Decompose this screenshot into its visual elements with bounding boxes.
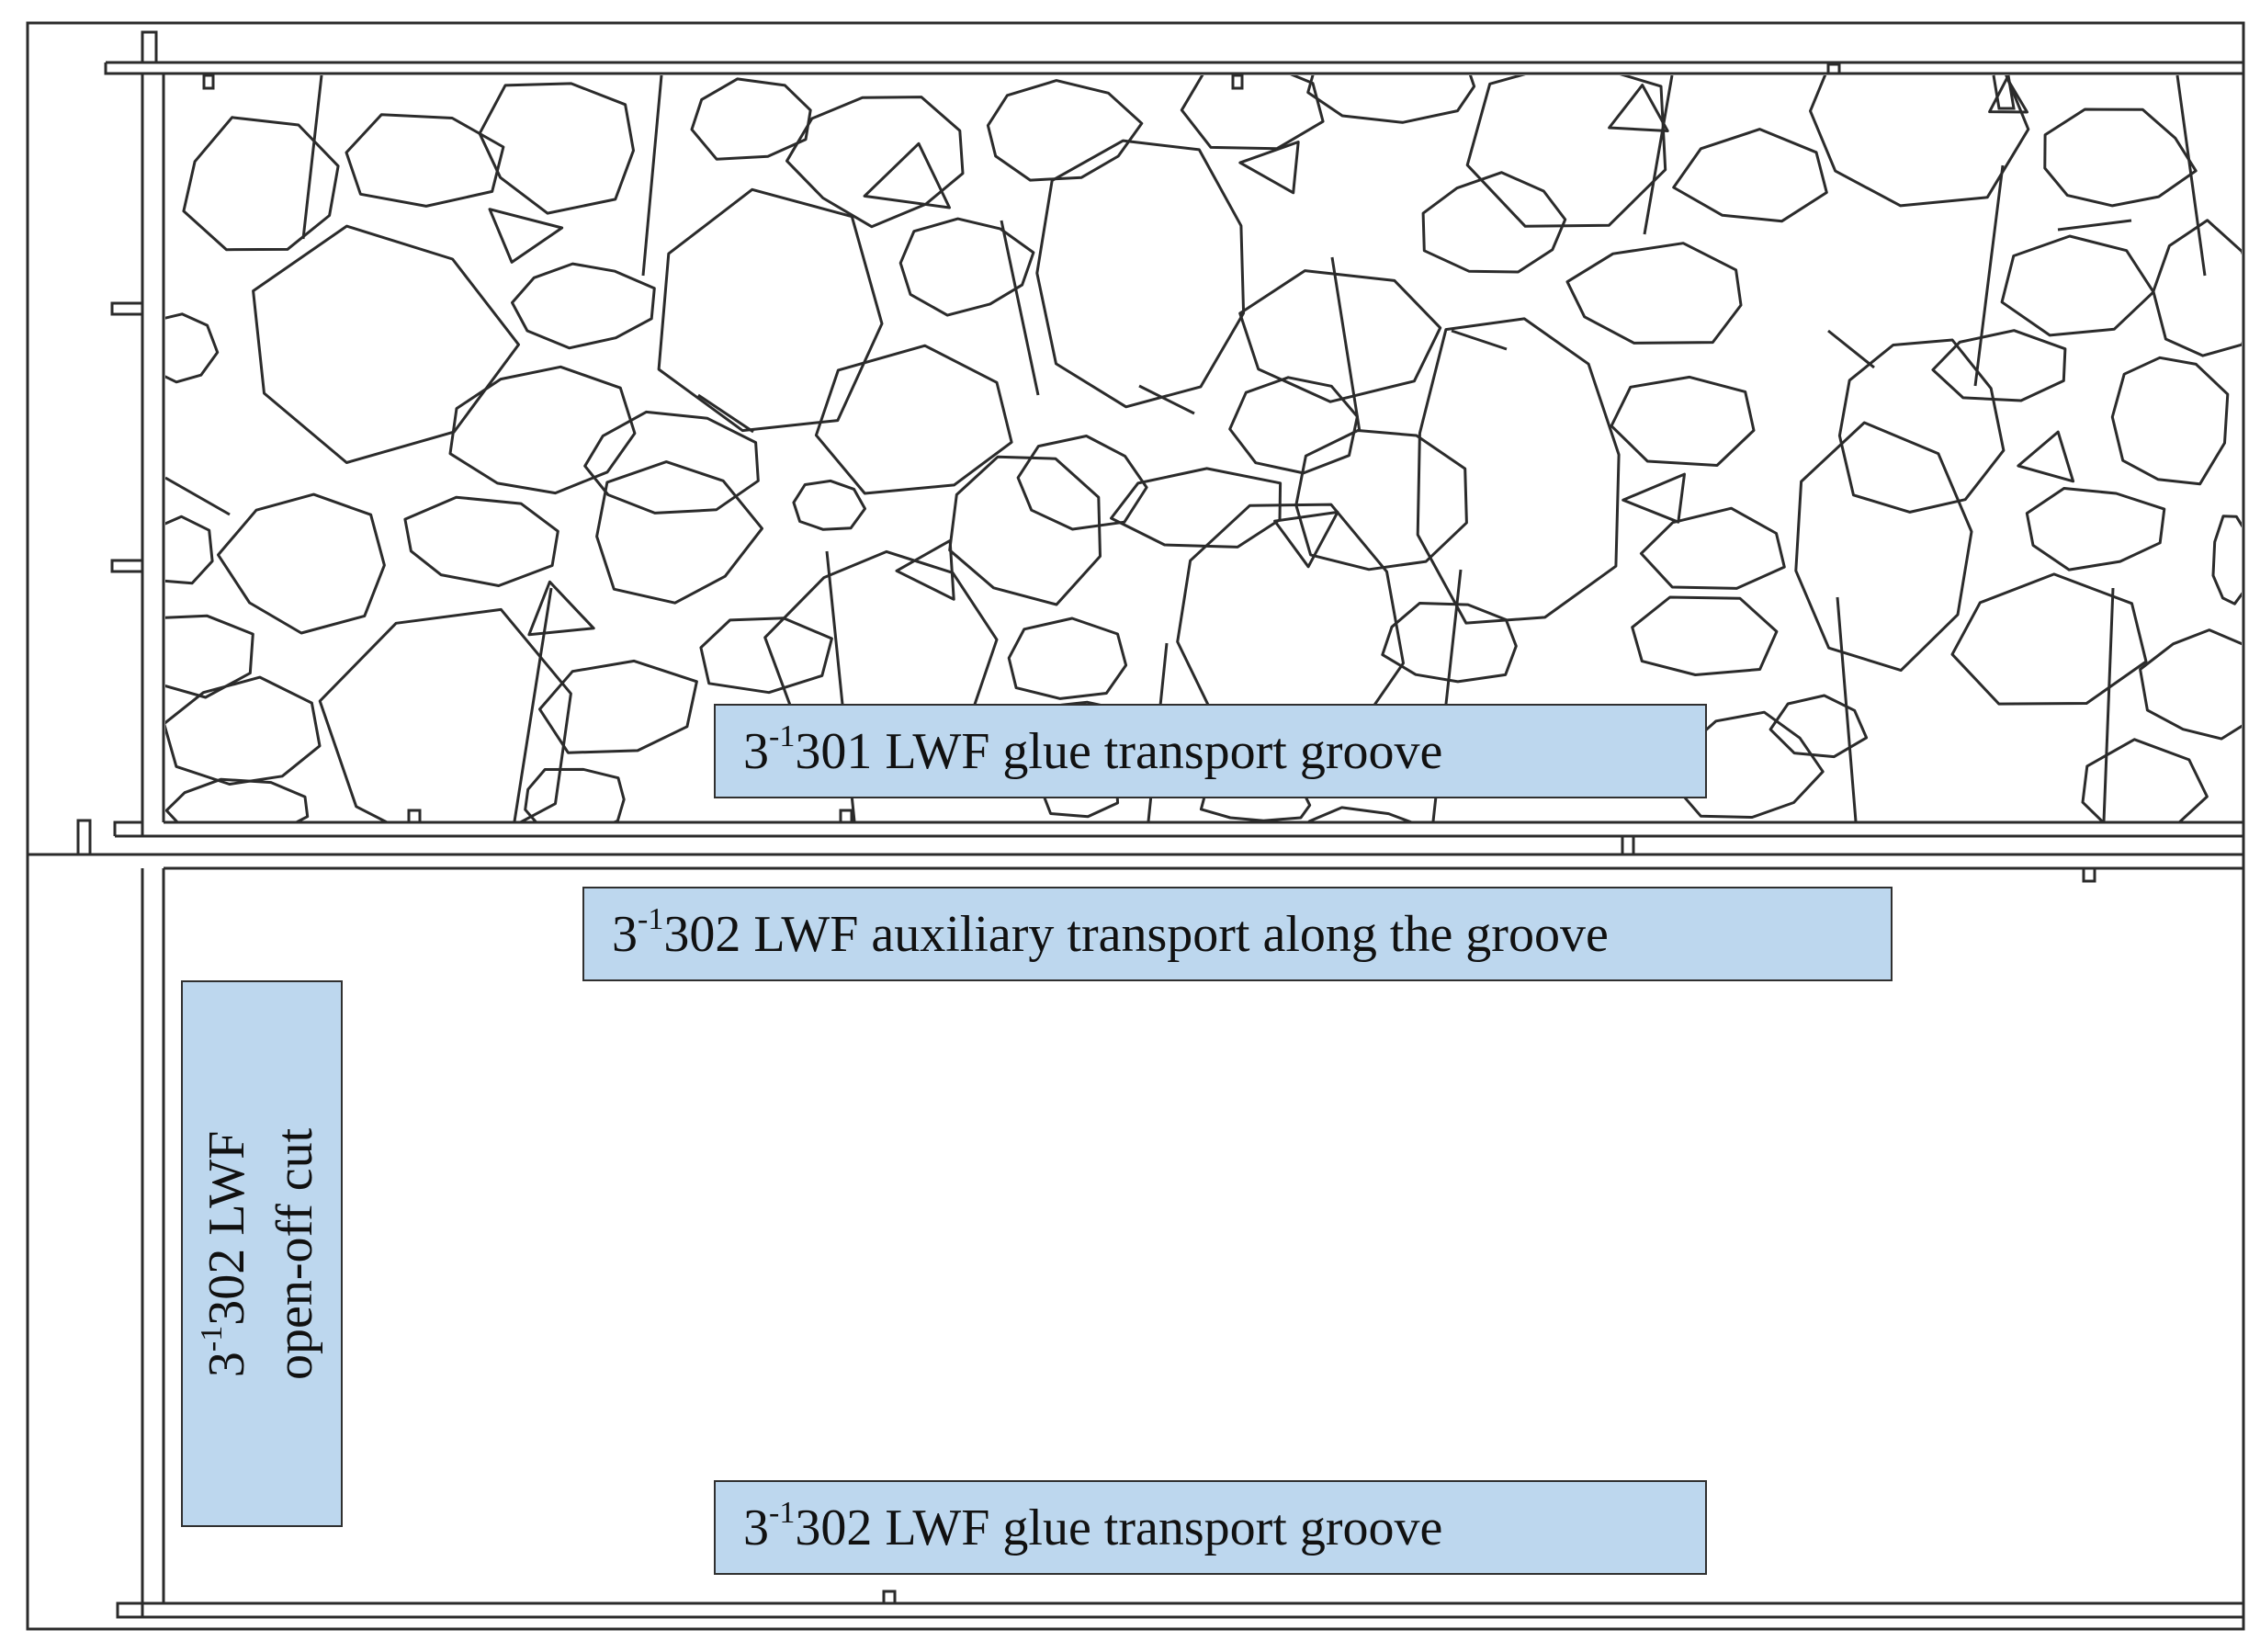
rock-fragment xyxy=(217,492,386,635)
rock-fracture-line xyxy=(2057,219,2132,232)
rock-fragment-small xyxy=(895,538,955,601)
caved-rock-zone xyxy=(165,75,2242,821)
rock-fragment xyxy=(2152,219,2242,357)
rock-fragment xyxy=(1639,506,1786,590)
rock-fragment xyxy=(2139,628,2242,741)
rock-fracture-line xyxy=(1973,164,2005,387)
rock-fragment xyxy=(1228,376,1359,475)
rock-fragment xyxy=(1416,317,1621,625)
rock-fragment xyxy=(2025,487,2166,571)
rock-fragment xyxy=(1306,75,1476,124)
rock-fracture-line xyxy=(1643,75,1674,235)
rock-fragment-small xyxy=(1273,510,1339,569)
rock-fragment xyxy=(448,365,637,495)
rock-fragment xyxy=(1016,435,1148,531)
rock-fragment xyxy=(1238,269,1442,403)
rock-fragment xyxy=(252,224,520,464)
rock-fragment xyxy=(986,79,1144,182)
rock-fragment xyxy=(792,479,866,531)
rock-fragment xyxy=(165,675,322,786)
rock-fragment xyxy=(2043,107,2198,208)
rock-fragment xyxy=(1950,572,2148,706)
rock-fragment-small xyxy=(863,141,951,209)
rock-fragment xyxy=(1035,139,1246,409)
rock-fracture-line xyxy=(2102,587,2115,821)
rock-fragment xyxy=(2211,515,2242,605)
rock-fragment-small xyxy=(1238,141,1300,195)
rock-fragment xyxy=(478,82,635,215)
rock-fragment xyxy=(1809,75,2030,208)
rock-fragment xyxy=(1672,128,1828,223)
rock-fragment xyxy=(1794,421,1973,673)
rock-fragment xyxy=(1837,338,2006,514)
open-off-cut-label: 3-1302 LWF open-off cut xyxy=(181,980,343,1527)
rock-fragment xyxy=(2110,356,2230,486)
rock-fracture-line xyxy=(513,587,553,821)
rock-fragment xyxy=(511,262,656,350)
rock-fragment-small xyxy=(488,208,564,264)
rock-fragment-small xyxy=(1608,84,1669,132)
rock-fragment xyxy=(182,116,340,252)
rock-fracture-line xyxy=(165,476,231,516)
rock-fragment xyxy=(1610,375,1756,467)
rock-fracture-line xyxy=(1000,220,1040,396)
rock-fracture-line xyxy=(2175,75,2207,277)
rock-fragment xyxy=(318,607,572,821)
rock-fragment-small xyxy=(2017,430,2075,483)
rock-fragment xyxy=(699,617,833,695)
auxiliary-gateway-label: 3-1302 LWF auxiliary transport along the… xyxy=(582,887,1893,981)
rock-fragment-small xyxy=(1988,76,2028,114)
rock-fragment xyxy=(1421,171,1567,274)
rock-fracture-line xyxy=(697,393,754,434)
rock-fragment xyxy=(165,777,310,821)
rock-fragment xyxy=(1465,75,1667,228)
rock-fragment xyxy=(1294,429,1468,571)
open-off-cut-text: 3-1302 LWF open-off cut xyxy=(195,1127,324,1380)
rock-fragment xyxy=(165,614,254,699)
top-gateway-label: 3-1301 LWF glue transport groove xyxy=(714,704,1707,798)
rock-fragment xyxy=(657,187,884,433)
bottom-gateway-label: 3-1302 LWF glue transport groove xyxy=(714,1480,1707,1575)
rock-fragment xyxy=(1565,242,1743,345)
rock-fragment xyxy=(2000,234,2155,337)
rock-fragment xyxy=(345,113,505,208)
rock-fracture-line xyxy=(1330,256,1362,433)
outer-frame xyxy=(26,21,2245,1631)
rock-fragment xyxy=(1931,329,2067,402)
rock-fragment xyxy=(403,495,559,587)
middle-roadway xyxy=(28,809,2243,883)
rock-fragment xyxy=(1631,595,1779,676)
rock-fragment xyxy=(538,659,698,754)
rock-fragment xyxy=(524,767,626,821)
rock-fragment-small xyxy=(527,580,595,637)
rock-fragment xyxy=(1768,694,1869,759)
rock-fragment xyxy=(165,312,220,384)
rock-fracture-line xyxy=(1451,329,1508,351)
rock-fragment xyxy=(1180,75,1325,151)
rock-fragment xyxy=(583,410,760,515)
rock-fragment xyxy=(898,217,1035,317)
rock-fracture-line xyxy=(1827,329,1875,369)
rock-fragment xyxy=(1381,602,1518,684)
rock-fracture-line xyxy=(301,75,323,240)
rock-fragment-small xyxy=(1622,472,1686,524)
rock-fragment xyxy=(1007,617,1128,700)
rock-fragment xyxy=(690,77,812,161)
rock-fracture-line xyxy=(1138,384,1195,415)
bottom-roadway xyxy=(142,1590,2243,1619)
rock-fracture-line xyxy=(641,75,663,277)
rock-fragment xyxy=(2081,738,2209,821)
top-roadway xyxy=(104,30,2243,110)
rock-fragment xyxy=(1110,467,1283,549)
left-roadway xyxy=(110,74,165,1619)
rock-fragment xyxy=(165,515,214,585)
rock-fragment xyxy=(785,96,965,229)
rock-fracture-line xyxy=(1836,596,1858,821)
rock-fragment xyxy=(948,455,1102,606)
rock-fragment xyxy=(595,460,763,605)
rock-fragment xyxy=(1306,806,1414,821)
rock-fragment xyxy=(814,344,1013,495)
